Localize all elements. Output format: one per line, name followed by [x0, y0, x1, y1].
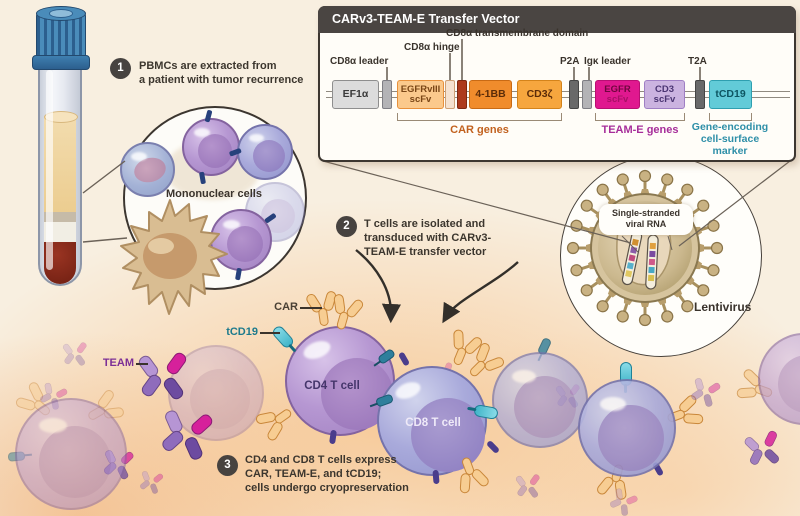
gene-box-cd8a-hinge [445, 80, 455, 109]
tcd19-label: tCD19 [226, 326, 258, 338]
viral-rna-label: Single-stranded viral RNA [599, 204, 693, 235]
receptor-stub [485, 439, 501, 455]
cd8-t-cell-label: CD8 T cell [405, 417, 461, 429]
igk-leader-label: Igκ leader [584, 56, 631, 67]
buffy-coat-layer [44, 212, 76, 222]
step-3-badge: 3 [217, 455, 238, 476]
marker-bracket [709, 113, 752, 121]
cd4-t-cell-label: CD4 T cell [304, 380, 360, 392]
gene-box-cd8a-leader [382, 80, 392, 109]
lentivirus-label: Lentivirus [694, 300, 752, 314]
faded-cell [758, 333, 800, 425]
faded-cell [492, 352, 588, 448]
macrophage-icon [120, 199, 228, 315]
step-2-badge: 2 [336, 216, 357, 237]
gene-box-t2a [695, 80, 705, 109]
car-genes-label: CAR genes [450, 124, 509, 136]
transfer-vector-panel: CARv3-TEAM-E Transfer Vector EF1α EGFRvI… [318, 6, 796, 162]
mononuclear-cell [182, 118, 240, 176]
receptor-stub [329, 429, 337, 445]
tcd19-receptor [270, 324, 296, 350]
team-antibody [136, 350, 189, 402]
mononuclear-cell [237, 124, 293, 180]
step-1-badge: 1 [110, 58, 131, 79]
faded-cell [578, 379, 676, 477]
team-antibody [138, 469, 165, 495]
tube-cap [32, 55, 90, 70]
gene-box-p2a [569, 80, 579, 109]
gene-box-cd8a-tm [457, 80, 467, 109]
marker-label: Gene-encoding cell-surface marker [691, 121, 769, 157]
car-genes-bracket [397, 113, 562, 121]
step-3-text: CD4 and CD8 T cells express CAR, TEAM-E,… [245, 454, 409, 495]
panel-title: CARv3-TEAM-E Transfer Vector [318, 6, 796, 33]
team-callout-line [136, 363, 148, 365]
car-callout-line [300, 307, 322, 309]
cd8a-tm-label: CD8α transmembrane domain [446, 28, 589, 39]
receptor-stub [397, 351, 411, 367]
cd8a-leader-label: CD8α leader [330, 56, 389, 67]
tube-glass [38, 64, 82, 286]
cd8a-hinge-label: CD8α hinge [404, 42, 460, 53]
team-antibody [61, 341, 88, 367]
viral-rna-strand [645, 234, 659, 290]
team-genes-label: TEAM-E genes [601, 124, 679, 136]
gene-box-tcd19: tCD19 [709, 80, 752, 109]
gene-box-41bb: 4-1BB [469, 80, 512, 109]
mononuclear-cell [120, 142, 175, 197]
faded-cell [15, 398, 127, 510]
car-label: CAR [274, 301, 298, 313]
team-antibody [159, 406, 215, 463]
team-label: TEAM [102, 357, 134, 369]
step-2-text: T cells are isolated and transduced with… [364, 218, 492, 259]
mononuclear-cell [210, 209, 272, 271]
team-genes-bracket [595, 113, 685, 121]
team-antibody [742, 429, 782, 469]
gene-box-igk-leader [582, 80, 592, 109]
p2a-label: P2A [560, 56, 580, 67]
tube-cap-hole [49, 9, 73, 18]
mononuclear-cells-label: Mononuclear cells [166, 188, 262, 200]
cd4-t-cell [285, 326, 395, 436]
t2a-label: T2A [688, 56, 707, 67]
team-antibody [514, 473, 541, 499]
gene-box-cd3z: CD3ζ [517, 80, 562, 109]
step-1-text: PBMCs are extracted from a patient with … [139, 60, 304, 87]
glass-highlight [46, 70, 53, 270]
tcd19-callout-line [260, 332, 280, 334]
gene-box-ef1a: EF1α [332, 80, 379, 109]
